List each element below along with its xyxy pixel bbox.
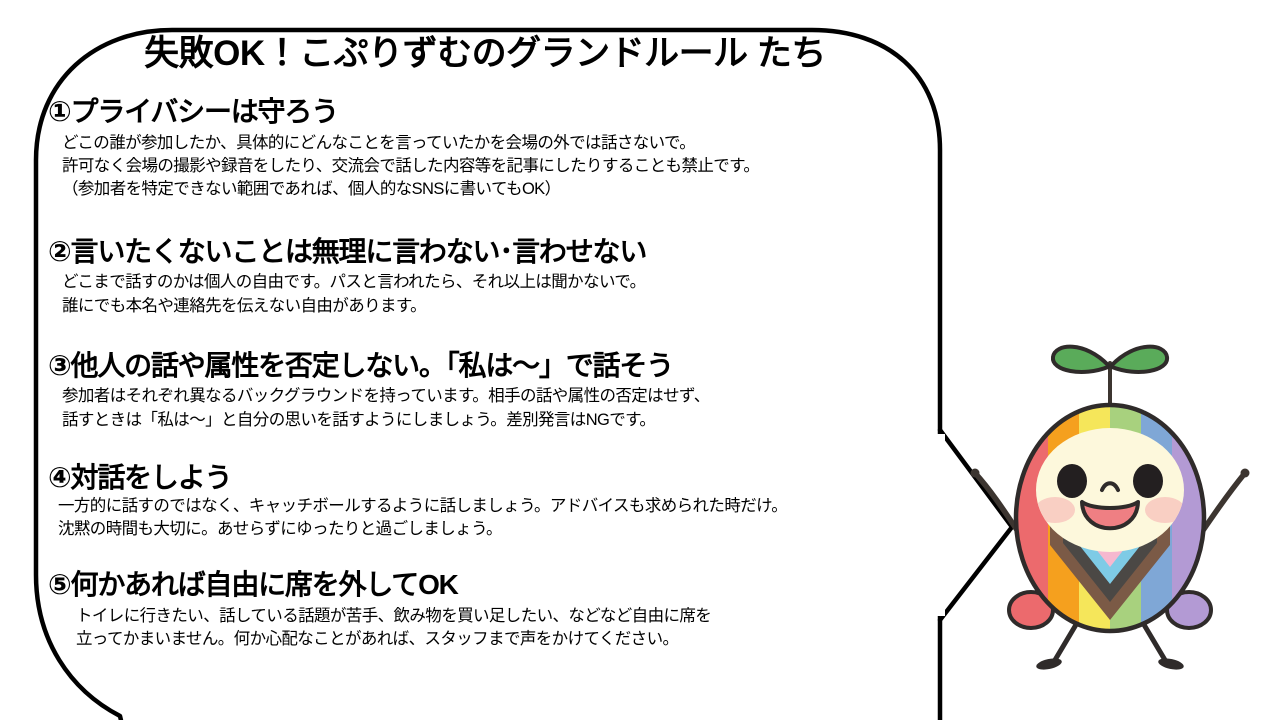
right-foot xyxy=(1158,658,1184,670)
rule-1-number: ① xyxy=(48,96,72,128)
rule-5-body: トイレに行きたい、話している話題が苦手、飲み物を買い足したい、などなど自由に席を… xyxy=(40,601,930,652)
rule-3-heading: ③他人の話や属性を否定しない。「私は〜」で話そう xyxy=(40,350,930,381)
rule-1-body: どこの誰が参加したか、具体的にどんなことを言っていたかを会場の外では話さないで。… xyxy=(40,128,930,202)
rule-5-line-1: トイレに行きたい、話している話題が苦手、飲み物を買い足したい、などなど自由に席を xyxy=(76,606,712,625)
rule-3-heading-text: 他人の話や属性を否定しない。「私は〜」で話そう xyxy=(70,350,675,382)
chevron-blue xyxy=(1076,520,1144,584)
rule-5-heading-text: 何かあれば自由に席を外してOK xyxy=(70,569,459,601)
rule-4-line-2: 沈黙の時間も大切に。あせらずにゆったりと過ごしましょう。 xyxy=(58,520,502,539)
rule-1-heading: ①プライバシーは守ろう xyxy=(40,96,930,127)
sprout-leaf-left xyxy=(1051,344,1110,374)
sprout-leaf-right xyxy=(1110,344,1169,374)
rule-2-line-1: どこまで話すのかは個人の自由です。パスと言われたら、それ以上は聞かないで。 xyxy=(62,273,646,292)
mouth xyxy=(1080,500,1140,531)
rule-item-1: ①プライバシーは守ろう どこの誰が参加したか、具体的にどんなことを言っていたかを… xyxy=(40,96,930,202)
rule-1-line-1: どこの誰が参加したか、具体的にどんなことを言っていたかを会場の外では話さないで。 xyxy=(62,133,696,152)
left-hand xyxy=(970,468,980,478)
chevron-black xyxy=(1063,520,1157,602)
rule-2-number: ② xyxy=(48,235,72,267)
rules-panel: 失敗OK！こぷりずむのグランドルール たち ①プライバシーは守ろう どこの誰が参… xyxy=(40,26,930,716)
left-eye xyxy=(1057,464,1087,498)
rule-4-line-1: 一方的に話すのではなく、キャッチボールするように話しましょう。アドバイスも求めら… xyxy=(58,496,788,515)
rule-5-heading: ⑤何かあれば自由に席を外してOK xyxy=(40,569,930,600)
rule-3-line-1: 参加者はそれぞれ異なるバックグラウンドを持っています。相手の話や属性の否定はせず… xyxy=(62,387,710,406)
rule-item-2: ②言いたくないことは無理に言わない･言わせない どこまで話すのかは個人の自由です… xyxy=(40,236,930,318)
rule-2-heading-text: 言いたくないことは無理に言わない･言わせない xyxy=(70,235,648,267)
rule-item-3: ③他人の話や属性を否定しない。「私は〜」で話そう 参加者はそれぞれ異なるバックグ… xyxy=(40,350,930,432)
right-cheek xyxy=(1145,497,1184,523)
rule-3-number: ③ xyxy=(48,350,72,382)
rule-4-body: 一方的に話すのではなく、キャッチボールするように話しましょう。アドバイスも求めら… xyxy=(40,494,930,542)
right-leg xyxy=(1140,620,1168,663)
right-hand xyxy=(1240,468,1250,478)
left-leg xyxy=(1052,620,1080,663)
nose xyxy=(1100,481,1120,492)
page-title: 失敗OK！こぷりずむのグランドルール たち xyxy=(144,34,826,73)
rules-list: ①プライバシーは守ろう どこの誰が参加したか、具体的にどんなことを言っていたかを… xyxy=(40,96,930,651)
rule-item-4: ④対話をしよう 一方的に話すのではなく、キャッチボールするように話しましょう。ア… xyxy=(40,462,930,541)
rule-1-heading-text: プライバシーは守ろう xyxy=(70,96,340,128)
rule-2-heading: ②言いたくないことは無理に言わない･言わせない xyxy=(40,236,930,267)
rule-5-number: ⑤ xyxy=(48,569,72,601)
rule-4-number: ④ xyxy=(48,462,72,494)
body-outline xyxy=(1013,402,1207,634)
rule-2-body: どこまで話すのかは個人の自由です。パスと言われたら、それ以上は聞かないで。 誰に… xyxy=(40,267,930,318)
rule-1-line-3: （参加者を特定できない範囲であれば、個人的なSNSに書いてもOK） xyxy=(62,180,561,199)
rule-4-heading-text: 対話をしよう xyxy=(70,462,233,494)
mascot-character xyxy=(955,305,1265,705)
rule-item-5: ⑤何かあれば自由に席を外してOK トイレに行きたい、話している話題が苦手、飲み物… xyxy=(40,569,930,651)
rule-5-line-2: 立ってかまいません。何か心配なことがあれば、スタッフまで声をかけてください。 xyxy=(76,630,679,649)
rule-3-body: 参加者はそれぞれ異なるバックグラウンドを持っています。相手の話や属性の否定はせず… xyxy=(40,381,930,432)
rule-1-line-2: 許可なく会場の撮影や録音をしたり、交流会で話した内容等を記事にしたりすることも禁… xyxy=(62,157,760,176)
rule-4-heading: ④対話をしよう xyxy=(40,462,930,493)
rule-3-line-2: 話すときは「私は〜」と自分の思いを話すようにしましょう。差別発言はNGです。 xyxy=(62,410,656,429)
right-eye xyxy=(1133,464,1163,498)
left-foot xyxy=(1036,658,1062,670)
rule-2-line-2: 誰にでも本名や連絡先を伝えない自由があります。 xyxy=(62,296,427,315)
left-cheek xyxy=(1036,497,1075,523)
mascot-face xyxy=(1036,428,1184,552)
